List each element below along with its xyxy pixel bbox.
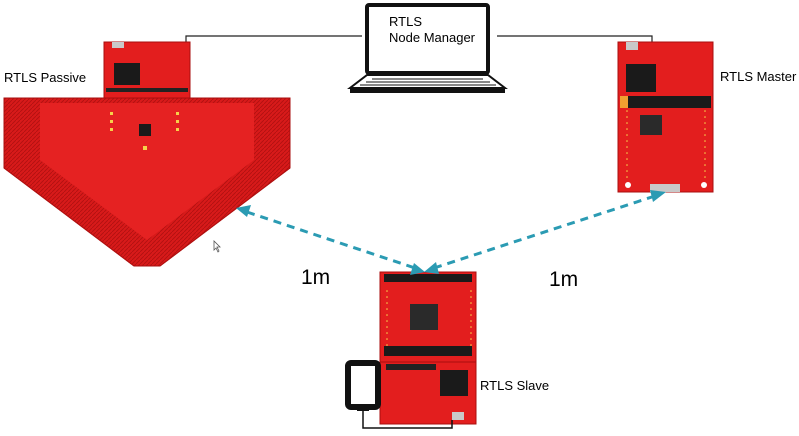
rtls-master-board	[617, 41, 714, 193]
arrow-head-slave-right	[424, 262, 439, 274]
arrow-head-master	[650, 190, 666, 202]
rtls-master-label: RTLS Master	[720, 69, 797, 84]
laptop-label: RTLS Node Manager	[389, 14, 475, 46]
distance-right-label: 1m	[549, 268, 579, 291]
laptop-icon	[347, 3, 508, 93]
rtls-slave-board	[379, 271, 477, 425]
arrow-head-slave-left	[410, 263, 425, 275]
laptop-label-line2: Node Manager	[389, 30, 475, 45]
distance-left-label: 1m	[301, 266, 331, 289]
arrow-head-passive	[236, 205, 251, 217]
battery-pack-icon	[345, 360, 453, 429]
laptop-label-line1: RTLS	[389, 14, 422, 29]
cursor-icon	[213, 240, 221, 253]
rtls-passive-board	[3, 41, 291, 267]
range-arrows	[246, 194, 656, 270]
rtls-passive-label: RTLS Passive	[4, 70, 87, 85]
rtls-slave-label: RTLS Slave	[480, 378, 550, 393]
